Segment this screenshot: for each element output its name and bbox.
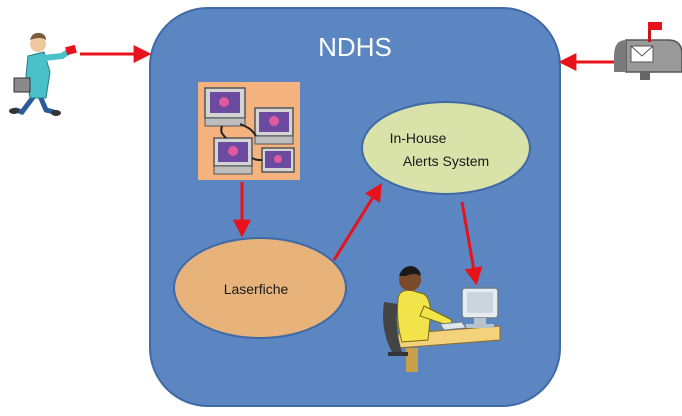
- container-title: NDHS: [318, 32, 392, 62]
- mailbox-icon: [614, 22, 682, 80]
- laserfiche-node: [173, 237, 347, 339]
- laserfiche-label: Laserfiche: [224, 281, 289, 297]
- alerts-label-line2: Alerts System: [403, 153, 489, 169]
- ndhs-container: [149, 7, 561, 407]
- arrow-laserfiche-to-alerts: [332, 182, 382, 261]
- person-at-computer-icon: [383, 266, 501, 372]
- running-courier-icon: [9, 32, 77, 116]
- computer-network-icon: [198, 82, 300, 180]
- arrow-alerts-to-worker: [460, 201, 483, 286]
- alerts-label-line1: In-House: [390, 130, 447, 146]
- alerts-system-node: [361, 101, 531, 195]
